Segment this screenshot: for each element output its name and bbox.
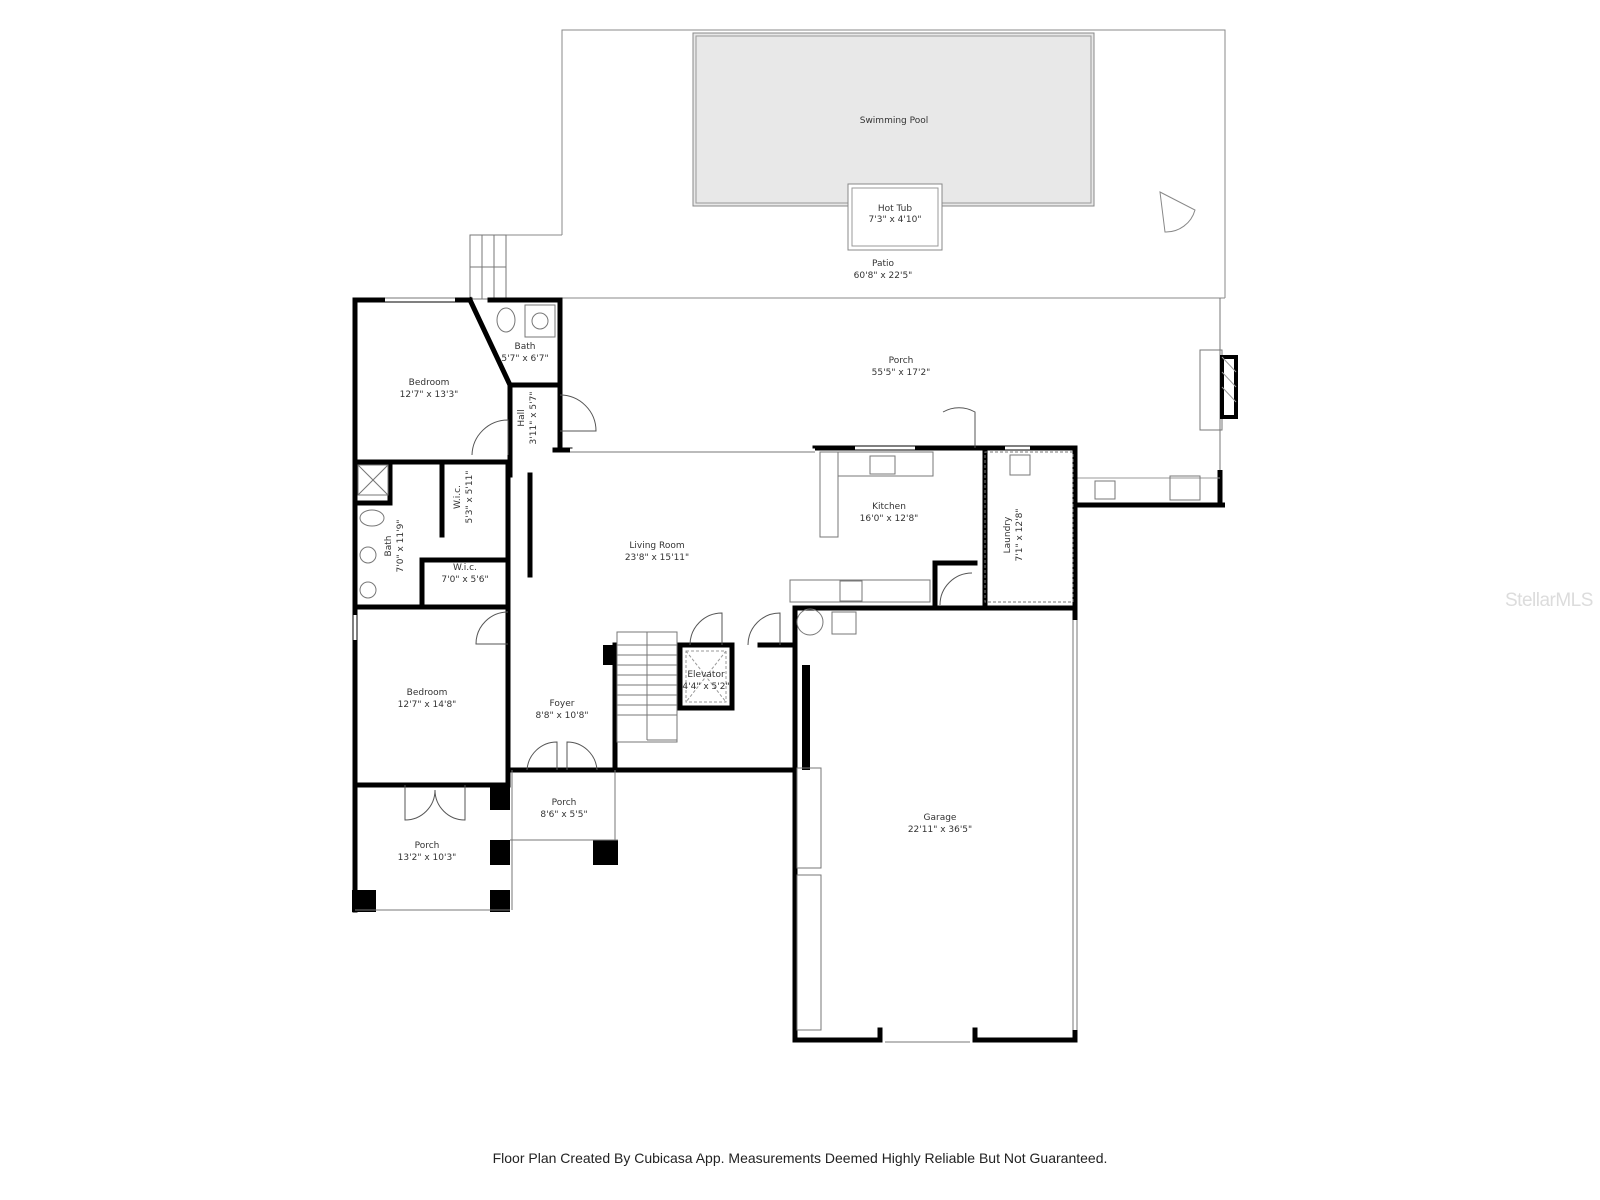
room-dims: 7'0" x 5'6" — [441, 575, 488, 585]
room-name: Hall — [517, 409, 527, 426]
porch-outlines — [355, 770, 618, 911]
room-name: Bedroom — [407, 688, 448, 698]
room-dims: 12'7" x 13'3" — [400, 390, 459, 400]
room-dims: 8'6" x 5'5" — [540, 810, 587, 820]
windows — [353, 298, 1077, 1042]
room-dims: 16'0" x 12'8" — [860, 514, 919, 524]
room-name: Foyer — [550, 699, 575, 709]
room-dims: 3'11" x 5'7" — [529, 392, 539, 445]
spiral-stair-icon — [1159, 191, 1196, 233]
room-dims: 5'3" x 5'11" — [465, 471, 475, 524]
room-dims: 8'8" x 10'8" — [536, 711, 589, 721]
room-dims: 13'2" x 10'3" — [398, 853, 457, 863]
kitchen-counters — [789, 451, 1074, 635]
caption: Floor Plan Created By Cubicasa App. Meas… — [492, 1150, 1108, 1166]
room-name: Living Room — [629, 541, 684, 551]
room-name: Patio — [872, 259, 895, 269]
room-name: W.i.c. — [453, 485, 463, 509]
porch-right-side — [1075, 298, 1238, 508]
room-name: Garage — [924, 813, 957, 823]
room-name: Bath — [384, 536, 394, 557]
wall-post — [603, 645, 615, 665]
room-dims: 60'8" x 22'5" — [854, 271, 913, 281]
room-dims: 7'3" x 4'10" — [869, 215, 922, 225]
outdoor-stairs — [469, 234, 507, 300]
room-name: Porch — [552, 798, 577, 808]
room-name: Hot Tub — [878, 204, 912, 214]
window-frames — [385, 297, 1078, 1043]
room-labels: Swimming Pool Hot Tub 7'3" x 4'10" Patio… — [384, 116, 1025, 863]
elevator-car — [685, 650, 727, 703]
room-dims: 7'1" x 12'8" — [1015, 509, 1025, 562]
room-dims: 55'5" x 17'2" — [872, 368, 931, 378]
room-name: Bath — [515, 342, 536, 352]
room-name: W.i.c. — [453, 563, 477, 573]
room-dims: 7'0" x 11'9" — [396, 520, 406, 573]
swimming-pool — [692, 32, 1095, 207]
hot-tub — [847, 183, 943, 251]
door-swings — [404, 394, 976, 821]
room-name: Bedroom — [409, 378, 450, 388]
room-dims: 22'11" x 36'5" — [908, 825, 972, 835]
room-name: Porch — [415, 841, 440, 851]
bath-fixtures — [357, 304, 824, 636]
garage-shelving — [796, 767, 822, 1031]
room-name: Porch — [889, 356, 914, 366]
room-name: Swimming Pool — [860, 116, 929, 126]
watermark: StellarMLS — [1505, 590, 1593, 611]
room-name: Kitchen — [872, 502, 906, 512]
porch-pillars — [352, 785, 618, 912]
room-dims: 5'7" x 6'7" — [501, 354, 548, 364]
room-name: Elevator — [687, 670, 725, 680]
room-name: Laundry — [1003, 516, 1013, 553]
wall-segment — [802, 665, 810, 770]
room-dims: 23'8" x 15'11" — [625, 553, 689, 563]
room-dims: 4'4" x 5'2" — [682, 682, 729, 692]
room-dims: 12'7" x 14'8" — [398, 700, 457, 710]
interior-stairs — [616, 631, 678, 743]
